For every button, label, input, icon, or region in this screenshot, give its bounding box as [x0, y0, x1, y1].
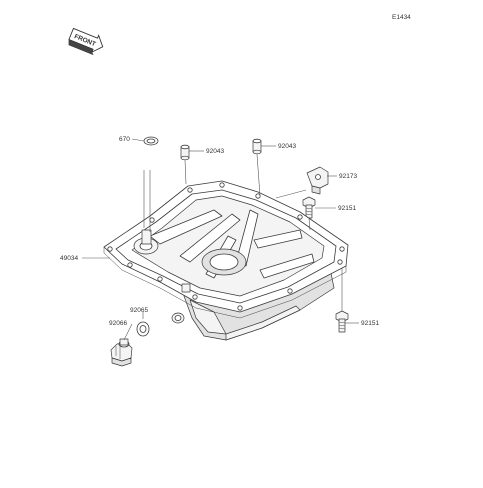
dowel-pin-b	[252, 138, 262, 155]
label-92043-b: 92043	[278, 143, 296, 150]
front-arrow-icon: FRONT	[68, 27, 104, 56]
label-92151-lower: 92151	[361, 320, 379, 327]
label-670: 670	[119, 136, 130, 143]
bolt-92151-lower	[335, 310, 349, 333]
label-92066: 92066	[109, 320, 127, 327]
clamp-92173	[306, 166, 329, 195]
label-49034: 49034	[60, 255, 78, 262]
label-92065: 92065	[130, 307, 148, 314]
label-92173: 92173	[339, 173, 357, 180]
o-ring-670	[143, 136, 159, 146]
label-92043-a: 92043	[206, 148, 224, 155]
diagram-code: E1434	[392, 14, 411, 21]
oil-pan-49034	[103, 180, 349, 341]
label-92151-upper: 92151	[338, 205, 356, 212]
washer-92065	[136, 321, 150, 337]
drain-plug-92066	[110, 338, 133, 367]
dowel-pin-a	[180, 144, 190, 161]
